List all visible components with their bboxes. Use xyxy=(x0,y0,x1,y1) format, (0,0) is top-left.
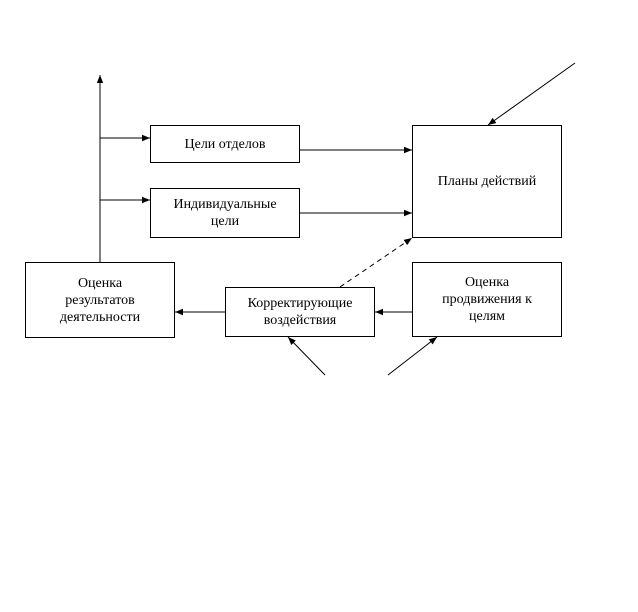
performance-eval-label-line2: результатов xyxy=(65,292,135,308)
corrective-to-plans-dashed-arrow xyxy=(339,237,413,288)
progress-eval-label-line1: Оценка xyxy=(464,275,510,290)
external-input-to-progress-arrow xyxy=(387,336,438,376)
external-input-to-corrective-arrow xyxy=(287,336,326,376)
external-input-to-plans-arrow xyxy=(487,62,576,126)
progress-eval-label-line2: продвижения к xyxy=(442,292,532,307)
performance-eval-box: Оценка результатов деятельности xyxy=(25,262,175,338)
corrective-actions-label-line2: воздействия xyxy=(263,313,337,328)
progress-eval-box: Оценка продвижения к целям xyxy=(412,262,562,337)
corrective-actions-box: Корректирующие воздействия xyxy=(225,287,375,337)
performance-eval-label-line1: Оценка xyxy=(77,275,123,291)
dept-goals-label: Цели отделов xyxy=(184,136,266,152)
dept-goals-box: Цели отделов xyxy=(150,125,300,163)
corrective-actions-label-line1: Корректирующие xyxy=(247,296,353,311)
individual-goals-label-line1: Индивидуальные xyxy=(173,197,277,212)
action-plans-box: Планы действий xyxy=(412,125,562,238)
individual-goals-label-line2: цели xyxy=(210,214,240,229)
progress-eval-label-line3: целям xyxy=(469,309,505,324)
performance-eval-label-line3: деятельности xyxy=(59,309,141,325)
action-plans-label: Планы действий xyxy=(437,174,537,189)
individual-goals-box: Индивидуальные цели xyxy=(150,188,300,238)
